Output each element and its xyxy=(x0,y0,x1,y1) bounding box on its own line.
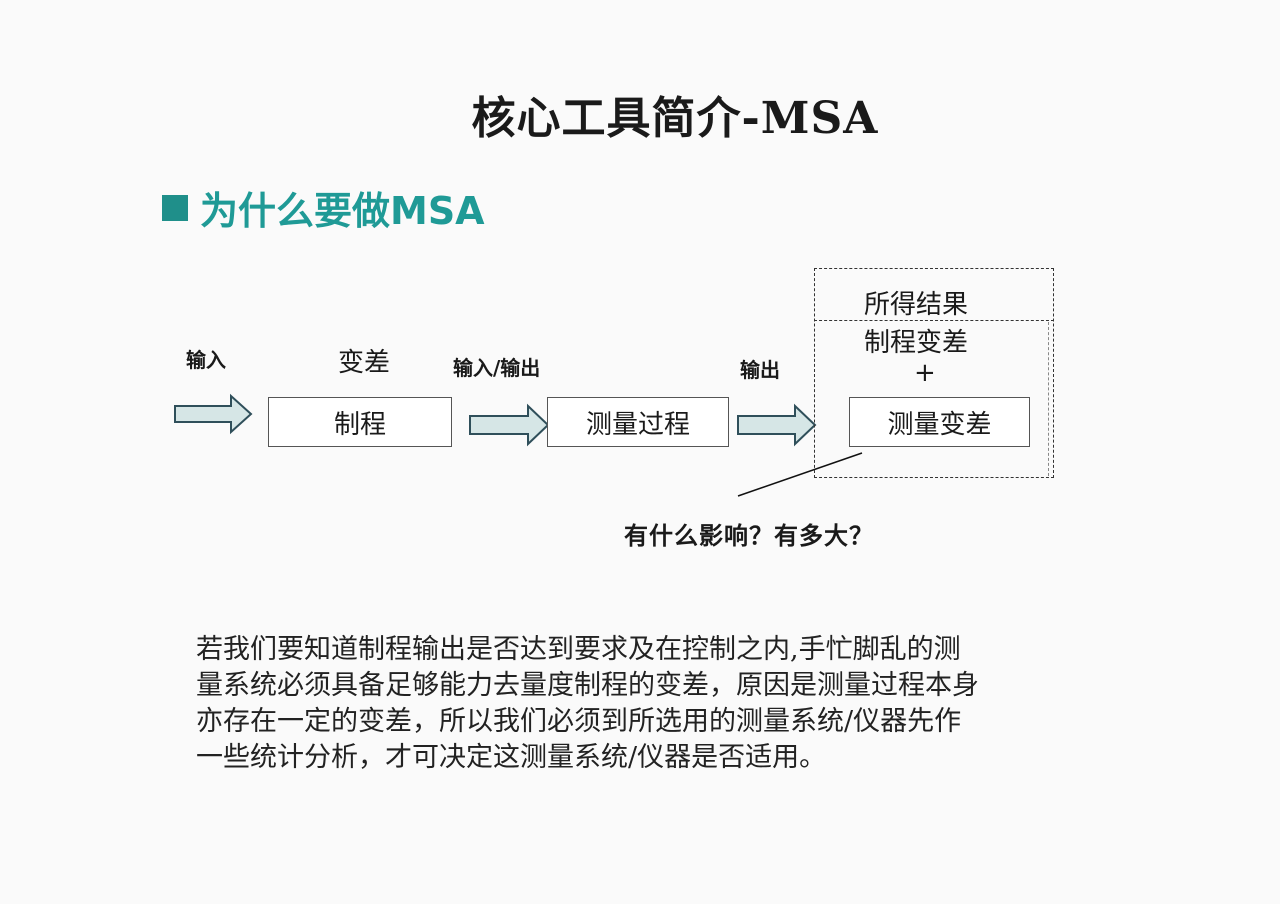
input-arrow xyxy=(174,393,253,435)
result-label: 所得结果 xyxy=(864,290,969,320)
process-variation-label: 制程变差 xyxy=(864,328,969,358)
result-dashed-inner-edge xyxy=(1048,322,1049,476)
process-box: 制程 xyxy=(268,397,452,447)
explanation-paragraph: 若我们要知道制程输出是否达到要求及在控制之内,手忙脚乱的测 量系统必须具备足够能… xyxy=(196,632,1096,776)
square-bullet-icon xyxy=(162,194,188,221)
result-dashed-frame xyxy=(814,268,1054,478)
slide-title: 核心工具简介-MSA xyxy=(471,93,879,144)
section-heading: 为什么要做MSA xyxy=(162,180,485,235)
input-output-label: 输入/输出 xyxy=(453,356,541,380)
measurement-process-box: 测量过程 xyxy=(547,397,729,447)
output-arrow xyxy=(737,403,817,447)
output-label: 输出 xyxy=(740,358,780,382)
measurement-variation-box: 测量变差 xyxy=(849,397,1030,447)
plus-sign: + xyxy=(914,358,936,388)
paragraph-line: 量系统必须具备足够能力去量度制程的变差，原因是测量过程本身 xyxy=(196,670,979,701)
question-text: 有什么影响？有多大？ xyxy=(624,522,874,550)
paragraph-line: 一些统计分析，才可决定这测量系统/仪器是否适用。 xyxy=(196,742,827,773)
process-to-measurement-arrow xyxy=(469,403,550,447)
paragraph-line: 若我们要知道制程输出是否达到要求及在控制之内,手忙脚乱的测 xyxy=(196,634,961,665)
paragraph-line: 亦存在一定的变差，所以我们必须到所选用的测量系统/仪器先作 xyxy=(196,706,962,737)
section-heading-text: 为什么要做MSA xyxy=(200,189,485,233)
variation-label: 变差 xyxy=(338,348,391,378)
result-dashed-divider xyxy=(814,320,1054,321)
callout-line xyxy=(737,452,863,497)
input-label: 输入 xyxy=(186,348,226,372)
